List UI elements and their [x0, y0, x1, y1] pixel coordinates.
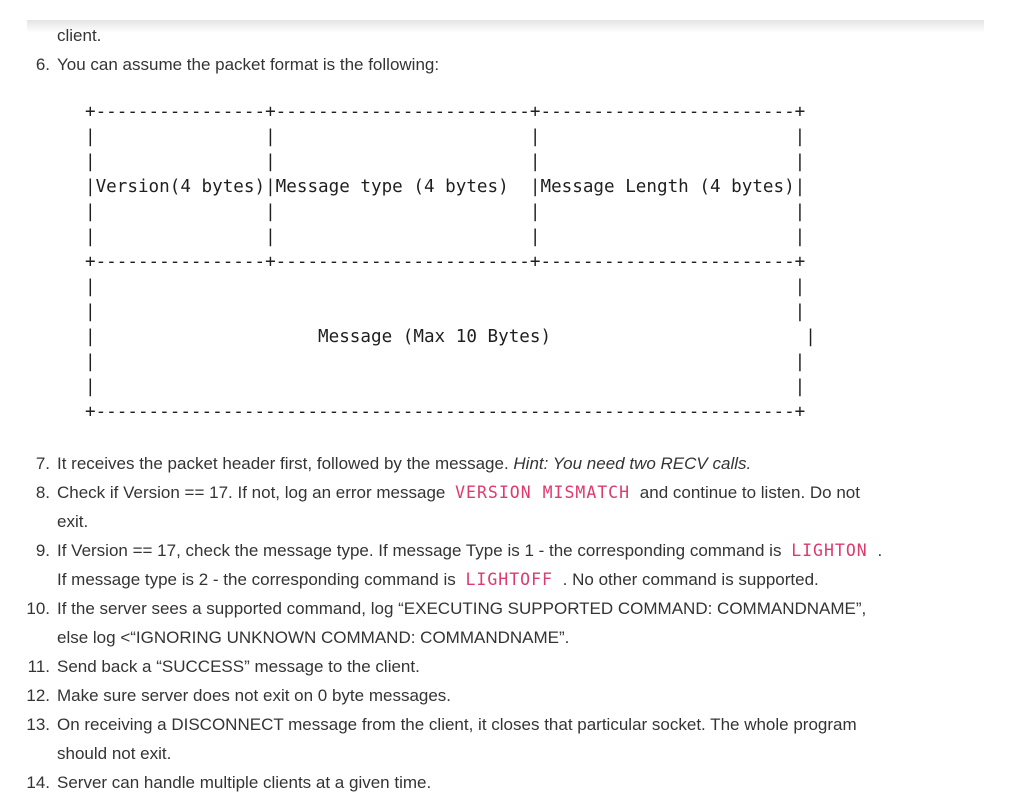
- inline-code: LIGHTOFF: [465, 570, 553, 589]
- text-segment: exit.: [57, 512, 89, 531]
- list-item-content: On receiving a DISCONNECT message from t…: [57, 710, 1014, 768]
- list-item-content: If the server sees a supported command, …: [57, 594, 1014, 652]
- text-line: Server can handle multiple clients at a …: [57, 768, 1014, 797]
- text-segment: . No other command is supported.: [557, 570, 819, 589]
- list-item: 14. Server can handle multiple clients at…: [0, 768, 1014, 797]
- text-segment: Send back a “SUCCESS” message to the cli…: [57, 657, 420, 676]
- text-line: exit.: [57, 507, 1014, 536]
- text-segment: and continue to listen. Do not: [635, 483, 860, 502]
- text-segment: Make sure server does not exit on 0 byte…: [57, 686, 452, 705]
- list-item-number: 10.: [26, 599, 50, 618]
- text-segment: If message type is 2 - the corresponding…: [57, 570, 461, 589]
- text-segment: .: [872, 541, 883, 560]
- list-item: 10. If the server sees a supported comman…: [0, 594, 1014, 652]
- text-line: Send back a “SUCCESS” message to the cli…: [57, 652, 1014, 681]
- list-item-number: 9.: [35, 541, 50, 560]
- text-segment: should not exit.: [57, 744, 172, 763]
- list-item-number: 14.: [26, 773, 50, 792]
- list-item-number: 12.: [26, 686, 50, 705]
- list-item-content: Send back a “SUCCESS” message to the cli…: [57, 652, 1014, 681]
- text-segment: If the server sees a supported command, …: [57, 599, 867, 618]
- list-item-content: Server can handle multiple clients at a …: [57, 768, 1014, 797]
- text-line: If Version == 17, check the message type…: [57, 536, 1014, 565]
- list-item: 12. Make sure server does not exit on 0 b…: [0, 681, 1014, 710]
- list-item-content: Check if Version == 17. If not, log an e…: [57, 478, 1014, 536]
- instruction-list: client. 6. You can assume the packet form…: [0, 21, 1014, 797]
- inline-code: VERSION MISMATCH: [455, 483, 631, 502]
- packet-format-diagram: +----------------+----------------------…: [85, 102, 816, 422]
- hint-text: Hint: You need two RECV calls.: [513, 454, 752, 473]
- text-line: Make sure server does not exit on 0 byte…: [57, 681, 1014, 710]
- list-item: 8. Check if Version == 17. If not, log an…: [0, 478, 1014, 536]
- text-line: It receives the packet header first, fol…: [57, 449, 1014, 478]
- list-item-number: 8.: [35, 483, 50, 502]
- list-item-content: client.: [57, 21, 1014, 50]
- text-line: On receiving a DISCONNECT message from t…: [57, 710, 1014, 739]
- text-segment: Server can handle multiple clients at a …: [57, 773, 432, 792]
- text-line: client.: [57, 26, 102, 45]
- list-item-number: 11.: [27, 657, 50, 676]
- text-segment: On receiving a DISCONNECT message from t…: [57, 715, 857, 734]
- text-line: If message type is 2 - the corresponding…: [57, 565, 1014, 594]
- list-item: 13. On receiving a DISCONNECT message fro…: [0, 710, 1014, 768]
- top-scroll-shadow: [27, 20, 984, 33]
- text-line: Check if Version == 17. If not, log an e…: [57, 478, 1014, 507]
- text-line: should not exit.: [57, 739, 1014, 768]
- text-line: else log <“IGNORING UNKNOWN COMMAND: COM…: [57, 623, 1014, 652]
- text-segment: It receives the packet header first, fol…: [57, 454, 514, 473]
- list-item-number: 13.: [26, 715, 50, 734]
- list-item: 11. Send back a “SUCCESS” message to the …: [0, 652, 1014, 681]
- text-segment: else log <“IGNORING UNKNOWN COMMAND: COM…: [57, 628, 570, 647]
- list-item: 9. If Version == 17, check the message ty…: [0, 536, 1014, 594]
- text-segment: You can assume the packet format is the …: [57, 55, 440, 74]
- list-item-content: If Version == 17, check the message type…: [57, 536, 1014, 594]
- list-item-number: 7.: [35, 454, 50, 473]
- list-item-number: 6.: [35, 55, 50, 74]
- list-item: 6. You can assume the packet format is th…: [0, 50, 1014, 449]
- list-item-content: You can assume the packet format is the …: [57, 50, 1014, 449]
- list-item-continuation: client.: [0, 21, 1014, 50]
- text-line: You can assume the packet format is the …: [57, 50, 1014, 79]
- text-line: If the server sees a supported command, …: [57, 594, 1014, 623]
- list-item-content: It receives the packet header first, fol…: [57, 449, 1014, 478]
- list-item-content: Make sure server does not exit on 0 byte…: [57, 681, 1014, 710]
- text-segment: Check if Version == 17. If not, log an e…: [57, 483, 451, 502]
- list-item: 7. It receives the packet header first, f…: [0, 449, 1014, 478]
- inline-code: LIGHTON: [791, 541, 868, 560]
- text-segment: If Version == 17, check the message type…: [57, 541, 787, 560]
